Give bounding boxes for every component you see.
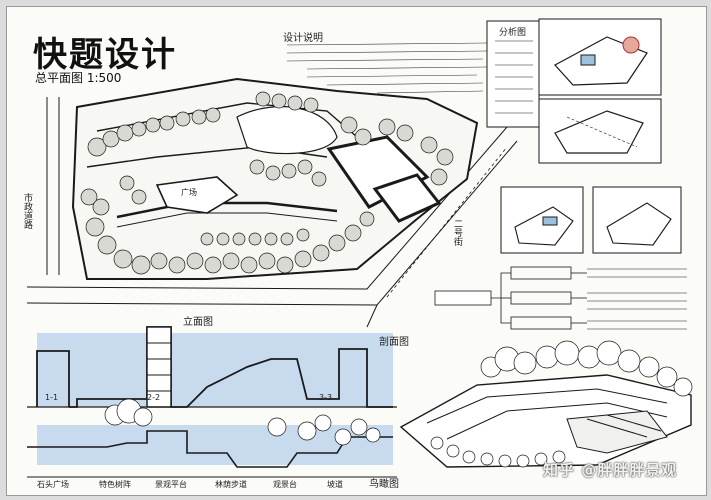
tree-canopies [80,91,454,275]
section-bottom-label-5: 观景台 [273,480,297,489]
cut-label-2: 2-2 [147,393,161,402]
plaza-label: 广场 [181,188,197,197]
design-notes-lines [286,42,488,94]
section-drawing [27,326,397,478]
plan-scale-label: 总平面图 1:500 [35,71,122,85]
side-road-label: 市政道路 [22,193,32,229]
concept-diagram [434,266,687,330]
watermark: 知乎 @胖胖胖景观 [543,461,678,479]
analysis-title: 分析图 [499,28,527,38]
section-title: 剖面图 [379,337,409,348]
aerial-perspective [399,374,692,468]
analysis-boxes [486,18,682,254]
cut-label-1: 1-1 [45,393,59,402]
design-sheet: 快题设计 总平面图 1:500 [6,6,707,496]
perspective-title: 鸟瞰图 [369,479,399,490]
sheet-title: 快题设计 [33,35,177,75]
perspective-trees [430,340,693,468]
section-bottom-label-3: 景观平台 [155,480,187,489]
section-trees [104,398,381,446]
section-bottom-label-2: 特色树阵 [99,480,131,489]
elevation-label: 立面图 [183,317,213,328]
design-notes-title: 设计说明 [283,33,323,44]
section-bottom-label-6: 坡道 [327,480,343,489]
cut-label-3: 3-3 [319,393,333,402]
section-bottom-label-4: 林荫步道 [215,480,247,489]
drawing-canvas [26,18,693,478]
section-bottom-label-1: 石头广场 [37,480,69,489]
road-label: 二号街 [452,219,462,246]
